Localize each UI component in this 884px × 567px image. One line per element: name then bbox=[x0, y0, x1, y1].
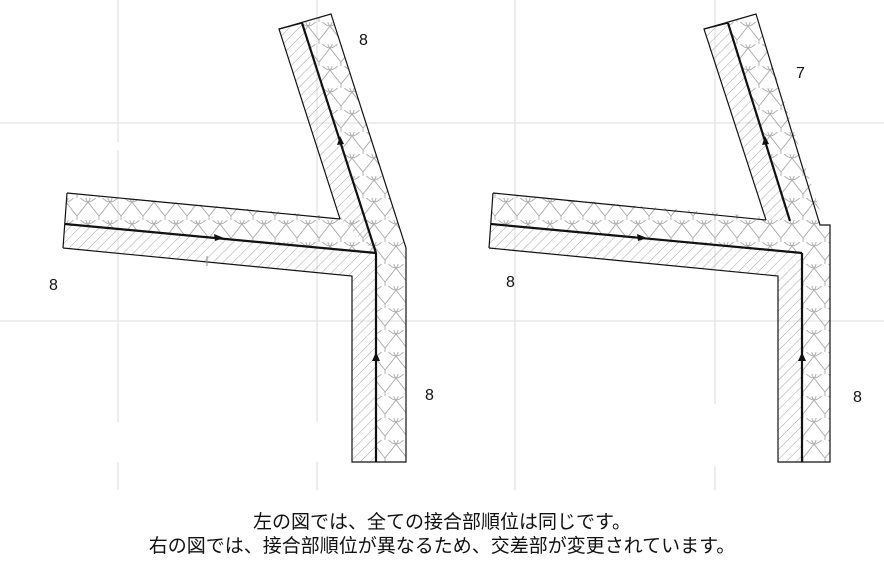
bottom-wall-structure bbox=[352, 253, 376, 462]
right-bottom-wall-structure bbox=[778, 253, 802, 462]
right-junction: 7 8 8 bbox=[488, 13, 862, 463]
top-wall-insulation bbox=[302, 14, 406, 253]
direction-arrows bbox=[637, 136, 806, 361]
caption-line-2: 右の図では、接合部順位が異なるため、交差部が変更されています。 bbox=[148, 535, 736, 557]
right-left-wall-priority: 8 bbox=[506, 274, 515, 291]
right-top-wall-insulation bbox=[728, 14, 820, 225]
right-left-wall-structure bbox=[489, 224, 802, 276]
left-left-wall-priority: 8 bbox=[49, 277, 58, 294]
right-bottom-wall-priority: 8 bbox=[853, 389, 862, 406]
right-top-wall-priority: 7 bbox=[796, 65, 805, 82]
left-bottom-wall-priority: 8 bbox=[425, 387, 434, 404]
caption-line-1: 左の図では、全ての接合部順位は同じです。 bbox=[252, 511, 632, 533]
left-junction: 8 8 8 bbox=[49, 13, 434, 463]
direction-arrows bbox=[214, 136, 380, 361]
left-top-wall-priority: 8 bbox=[359, 32, 368, 49]
right-top-wall-structure bbox=[704, 23, 790, 221]
left-wall-insulation bbox=[65, 193, 374, 253]
left-wall-structure bbox=[63, 224, 374, 276]
bottom-wall-insulation bbox=[376, 248, 406, 462]
top-wall-structure bbox=[279, 23, 376, 253]
